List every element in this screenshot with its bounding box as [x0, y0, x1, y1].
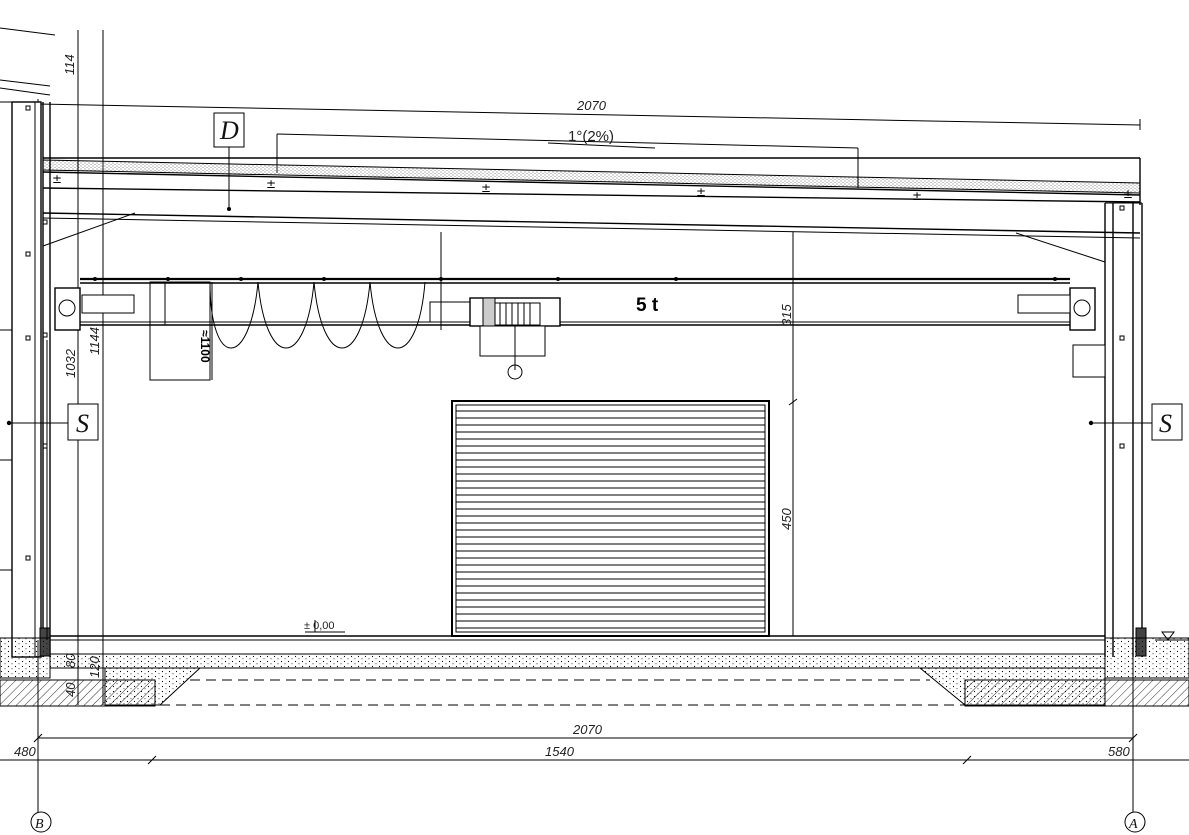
roller-door	[451, 400, 770, 637]
left-vertical-a: 1144	[87, 327, 102, 355]
axis-label-right: A	[1128, 817, 1138, 832]
left-vertical-dimensions: 1144 1032	[63, 327, 102, 378]
bottom-vertical-a: 80	[63, 653, 78, 668]
top-left-vertical-dimension: 114	[62, 54, 77, 75]
right-vertical-upper: 315	[779, 304, 794, 326]
floor-level-marker: ± 0,00	[304, 620, 345, 633]
slope-indicator: 1°(2%)	[276, 128, 859, 188]
svg-text:±: ±	[52, 172, 62, 186]
left-vertical-b: 1032	[63, 348, 78, 378]
right-wall	[1072, 202, 1147, 657]
svg-text:±: ±	[481, 181, 491, 195]
wall-label-right-group: S	[1088, 403, 1183, 441]
right-vertical-dimensions: 315 450	[779, 232, 798, 636]
right-vertical-lower: 450	[779, 508, 794, 530]
bottom-vertical-c: 40	[63, 682, 78, 697]
slope-dimension: 1°(2%)	[568, 128, 614, 145]
wall-label-left: S	[76, 409, 89, 438]
crane-capacity: 5 t	[636, 295, 659, 316]
axis-label-left: B	[35, 817, 44, 832]
axis-marker-right: A	[1124, 811, 1146, 833]
door-slats	[456, 410, 765, 629]
bottom-left-dimension: 480	[14, 744, 36, 759]
svg-text:±: ±	[696, 185, 706, 199]
svg-text:±: ±	[1123, 187, 1133, 201]
bottom-span-dimension: 2070	[572, 722, 603, 737]
bottom-middle-dimension: 1540	[545, 744, 575, 759]
roof: ± ± ± ± ± ± D	[42, 112, 1141, 263]
bottom-vertical-b: 120	[87, 656, 102, 678]
axis-marker-left: B	[30, 811, 52, 833]
top-span-dimension: 2070	[576, 98, 607, 113]
girder-bolts	[93, 277, 1057, 281]
floor-level: ± 0,00	[304, 620, 335, 632]
roof-label: D	[219, 116, 239, 145]
svg-text:±: ±	[266, 177, 276, 191]
left-wall	[0, 79, 51, 658]
purlin-symbols: ± ± ± ± ± ±	[52, 172, 1133, 203]
left-top-vertical: 114	[0, 27, 104, 705]
wall-label-right: S	[1159, 409, 1172, 438]
bottom-right-dimension: 580	[1108, 744, 1130, 759]
svg-text:±: ±	[912, 189, 922, 203]
crane-girder: ≈1100 5 t	[54, 232, 1096, 381]
bottom-dimensions: 2070 480 1540 580	[0, 640, 1189, 815]
floor-slab: ± 0,00 80 120 40	[0, 620, 1189, 707]
wall-label-left-group: S	[6, 403, 99, 441]
hoist-height-dimension: ≈1100	[198, 330, 212, 363]
top-dimension: 2070	[37, 98, 1141, 130]
